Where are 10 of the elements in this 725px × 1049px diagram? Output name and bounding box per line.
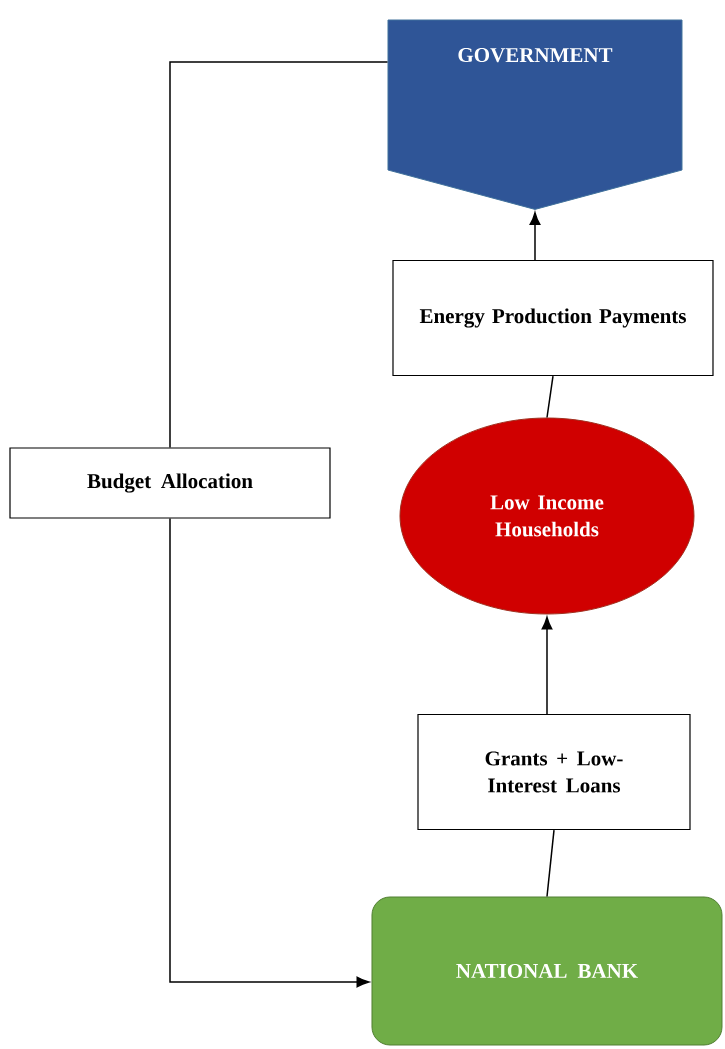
rounded-box: NATIONAL BANK: [371, 896, 723, 1046]
process-box: Grants + Low-Interest Loans: [417, 713, 691, 831]
arrow: [541, 616, 553, 715]
connector-line: [546, 375, 554, 419]
arrow: [169, 517, 370, 988]
connector-line: [169, 61, 389, 449]
connector-line: [546, 829, 555, 898]
process-box: Energy Production Payments: [392, 259, 714, 377]
process-box: Budget Allocation: [9, 447, 331, 519]
arrow: [529, 212, 541, 261]
